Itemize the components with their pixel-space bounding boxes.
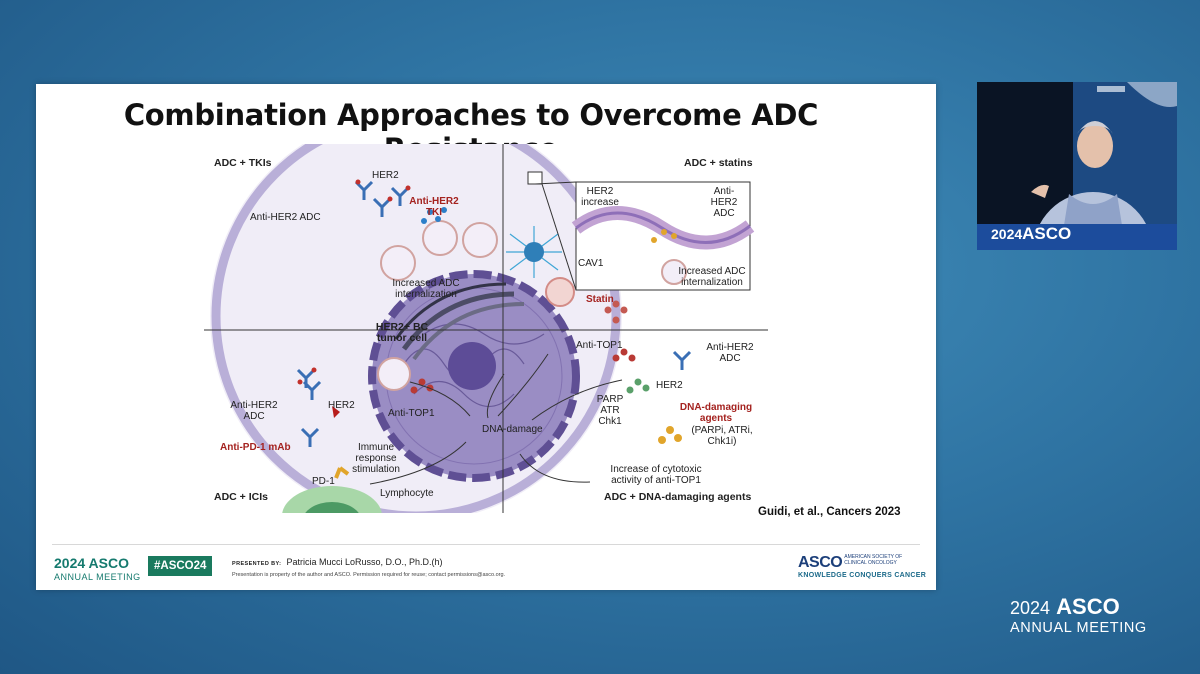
label-anti-top1-br: Anti-TOP1	[576, 340, 623, 351]
footer-permission-note: Presentation is property of the author a…	[232, 572, 506, 578]
hashtag-badge: #ASCO24	[148, 556, 213, 576]
label-lymphocyte: Lymphocyte	[380, 488, 434, 499]
label-anti-pd1: Anti-PD-1 mAb	[220, 442, 291, 453]
speaker-camera-feed: 2024ASCO	[977, 82, 1177, 250]
corner-asco-logo: 2024 ASCO ANNUAL MEETING	[1010, 594, 1147, 636]
quadrant-label-tki: ADC + TKIs	[214, 157, 272, 169]
presentation-slide: Combination Approaches to Overcome ADC R…	[36, 84, 936, 590]
adc-resistance-diagram: ADC + TKIs ADC + statins ADC + ICIs ADC …	[204, 144, 768, 513]
quadrant-label-ici: ADC + ICIs	[214, 491, 268, 503]
label-anti-her2-adc-tl: Anti-HER2 ADC	[250, 212, 321, 223]
diagram-graphic	[204, 144, 768, 513]
presented-by: PRESENTED BY: Patricia Mucci LoRusso, D.…	[232, 557, 443, 567]
label-cav1: CAV1	[578, 258, 604, 269]
quadrant-label-statins: ADC + statins	[684, 157, 753, 169]
quadrant-label-dna: ADC + DNA-damaging agents	[604, 491, 752, 503]
camera-asco-tag: 2024ASCO	[991, 224, 1072, 243]
label-her2-bl: HER2	[328, 400, 355, 411]
speaker-image	[977, 82, 1177, 250]
label-anti-top1-bl: Anti-TOP1	[388, 408, 435, 419]
label-dna-agents-list: (PARPi, ATRi,Chk1i)	[691, 425, 753, 447]
label-statin: Statin	[586, 294, 614, 305]
footer-divider	[52, 544, 920, 545]
label-her2-tl: HER2	[372, 170, 399, 181]
label-her2-br: HER2	[656, 380, 683, 391]
citation: Guidi, et al., Cancers 2023	[758, 506, 901, 518]
label-dna-damage: DNA-damage	[482, 424, 543, 435]
footer-asco-meeting: 2024 ASCO ANNUAL MEETING	[54, 555, 141, 582]
label-pd1: PD-1	[312, 476, 335, 487]
